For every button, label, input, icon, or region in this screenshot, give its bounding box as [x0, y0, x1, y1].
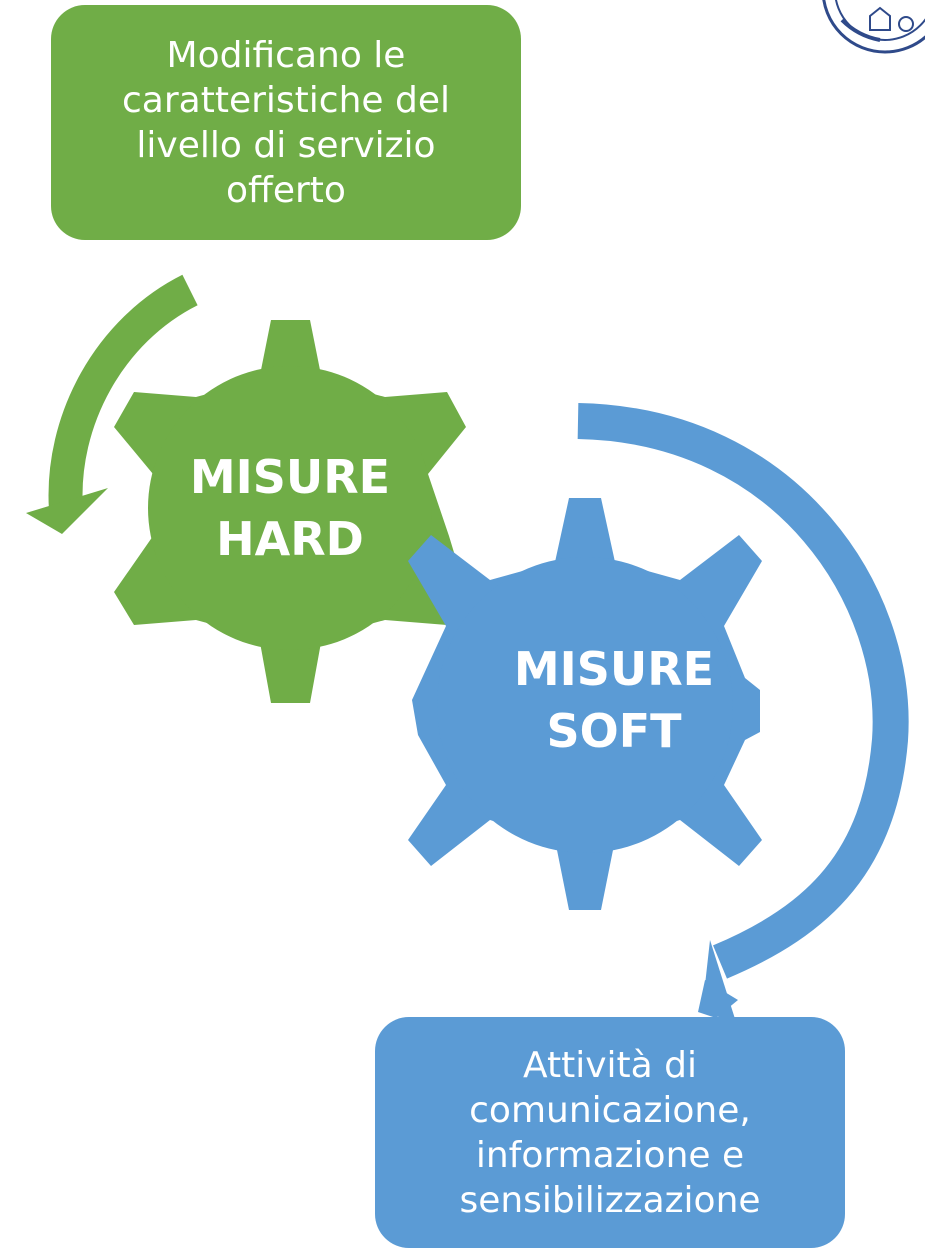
university-seal-icon: [822, 0, 925, 54]
hard-description-text: Modificano le caratteristiche del livell…: [122, 34, 450, 211]
hard-gear-label: MISURE HARD: [189, 450, 391, 566]
soft-description-text: Attività di comunicazione, informazione …: [459, 1044, 761, 1221]
hard-description-box: Modificano le caratteristiche del livell…: [51, 5, 521, 240]
soft-cycle-arrow: [577, 403, 909, 1022]
soft-description-box: Attività di comunicazione, informazione …: [375, 1017, 845, 1248]
hard-cycle-arrow: [26, 274, 198, 534]
soft-gear-label: MISURE SOFT: [513, 642, 715, 758]
